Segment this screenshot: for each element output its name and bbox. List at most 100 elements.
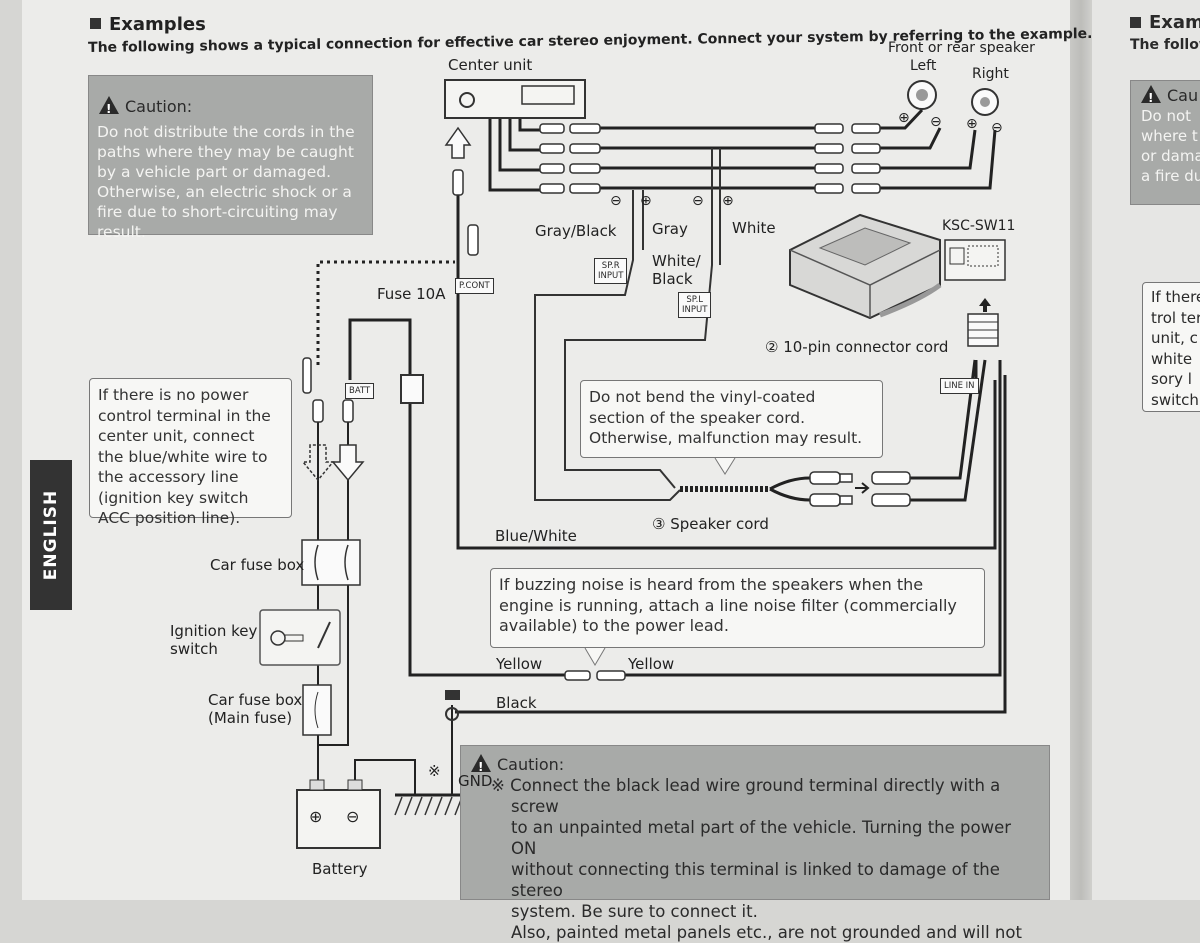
caution-line-1: ※ Connect the black lead wire ground ter… — [491, 776, 1001, 816]
caution-header: Caution: — [99, 96, 193, 119]
small-up-arrow-icon — [979, 298, 991, 312]
plus-icon: ⊕ — [640, 193, 652, 209]
battery-plus-icon: ⊕ — [309, 807, 323, 826]
warning-icon — [1141, 85, 1161, 108]
right-speaker-label: Right — [972, 66, 1009, 82]
speaker-label: Front or rear speaker — [888, 40, 1035, 56]
fuse-holder — [400, 374, 424, 404]
down-arrow-dashed-icon — [301, 444, 335, 482]
caution-box-top: Caution: Do not distribute the cords in … — [88, 75, 373, 241]
bullet-square-icon — [1130, 17, 1141, 28]
black-wire — [455, 375, 1007, 714]
minus-icon: ⊖ — [930, 114, 942, 130]
subwoofer-unit — [789, 213, 941, 320]
next-page-title-text: Exam — [1149, 12, 1200, 33]
car-fuse-box — [301, 539, 361, 586]
noise-filter-note: If buzzing noise is heard from the speak… — [490, 568, 985, 648]
caution-title: Caution: — [125, 97, 193, 116]
white-black-label-1: White/ — [652, 252, 701, 270]
white-label: White — [732, 219, 776, 237]
wire-rear-4 — [518, 118, 540, 132]
main-fuse-label-1: Car fuse box — [208, 691, 303, 709]
wiring-diagram — [259, 79, 1007, 849]
warning-icon — [471, 754, 491, 778]
section-title: Examples — [90, 14, 206, 35]
caution-line-5: Also, painted metal panels etc., are not… — [511, 923, 1022, 942]
ignition-label-1: Ignition key — [170, 622, 258, 640]
gnd-label: GND — [458, 772, 493, 790]
next-page-note: If there trol ter unit, c white sory l s… — [1142, 282, 1200, 412]
caution-header: Cau — [1141, 85, 1200, 108]
blue-white-wire — [456, 195, 997, 550]
fuse-label: Fuse 10A — [377, 285, 446, 303]
main-fuse-label-2: (Main fuse) — [208, 709, 293, 727]
battery-label: Battery — [312, 860, 368, 878]
blue-white-label: Blue/White — [495, 527, 577, 545]
speaker-cord-label: ③ Speaker cord — [652, 515, 769, 533]
caution-text: Do not where t or dama a fire du — [1141, 107, 1200, 185]
speaker-icon — [907, 80, 999, 116]
wire-rear-1 — [488, 118, 540, 192]
caution-box-bottom: Caution: ※ Connect the black lead wire g… — [460, 745, 1050, 942]
section-title-text: Examples — [109, 14, 206, 35]
center-unit-label: Center unit — [448, 56, 533, 74]
battery-minus-icon: ⊖ — [346, 807, 360, 826]
plus-icon: ⊕ — [966, 116, 978, 132]
language-tab: ENGLISH — [30, 460, 72, 610]
bullet-square-icon — [90, 18, 101, 29]
pcont-tag: P.CONT — [455, 278, 494, 294]
ksc-panel — [944, 239, 1006, 281]
warning-icon — [99, 96, 119, 119]
wire-rear-2 — [498, 118, 540, 172]
line-in-tag: LINE IN — [940, 378, 979, 394]
main-fuse — [302, 684, 332, 736]
next-page-caution: Cau Do not where t or dama a fire du — [1130, 80, 1200, 205]
gray-black-label: Gray/Black — [535, 222, 617, 240]
asterisk-mark: ※ — [428, 762, 441, 780]
yellow-label-right: Yellow — [628, 655, 675, 673]
ignition-label-2: switch — [170, 640, 218, 658]
power-control-note: If there is no power control terminal in… — [89, 378, 292, 527]
yellow-wire-right — [625, 360, 1002, 677]
page-gutter — [1070, 0, 1092, 900]
next-page-title: Exam — [1130, 12, 1200, 33]
gray-label: Gray — [652, 220, 688, 238]
spl-tag-line-2: INPUT — [682, 305, 708, 315]
batt-wire — [348, 318, 412, 380]
spr-tag-line-1: SP.R — [601, 261, 620, 271]
down-arrow-icon — [331, 444, 365, 482]
caution-title: Cau — [1167, 86, 1199, 105]
curved-arrow-icon — [879, 282, 942, 318]
caution-text: Do not distribute the cords in the paths… — [97, 123, 355, 241]
speaker-cord-note: Do not bend the vinyl-coated section of … — [580, 380, 883, 458]
up-arrow-icon — [444, 126, 472, 159]
screw-icon — [445, 690, 460, 700]
ksc-label: KSC-SW11 — [942, 218, 1016, 234]
yellow-wire-left — [408, 400, 565, 677]
minus-icon: ⊖ — [692, 193, 704, 209]
wire-rear-3 — [508, 118, 540, 152]
yellow-label-left: Yellow — [496, 655, 543, 673]
black-label: Black — [496, 694, 537, 712]
dotted-power-path — [316, 260, 455, 365]
spl-tag-line-1: SP.L — [686, 295, 704, 305]
car-fuse-box-label: Car fuse box — [210, 556, 305, 574]
battery — [296, 789, 381, 849]
left-speaker-label: Left — [910, 58, 937, 74]
batt-tag: BATT — [345, 383, 375, 399]
plus-icon: ⊕ — [898, 110, 910, 126]
white-black-label-2: Black — [652, 270, 693, 288]
caution-line-3: without connecting this terminal is link… — [511, 860, 1000, 900]
caution-line-4: system. Be sure to connect it. — [511, 902, 758, 921]
plus-icon: ⊕ — [722, 193, 734, 209]
minus-icon: ⊖ — [991, 120, 1003, 136]
ignition-switch — [259, 609, 341, 666]
caution-line-2: to an unpainted metal part of the vehicl… — [511, 818, 1012, 858]
connector-cord-label: ② 10-pin connector cord — [765, 338, 949, 356]
minus-icon: ⊖ — [610, 193, 622, 209]
spr-tag-line-2: INPUT — [598, 271, 624, 281]
caution-header: Caution: — [471, 754, 1039, 778]
caution-title: Caution: — [497, 755, 565, 774]
